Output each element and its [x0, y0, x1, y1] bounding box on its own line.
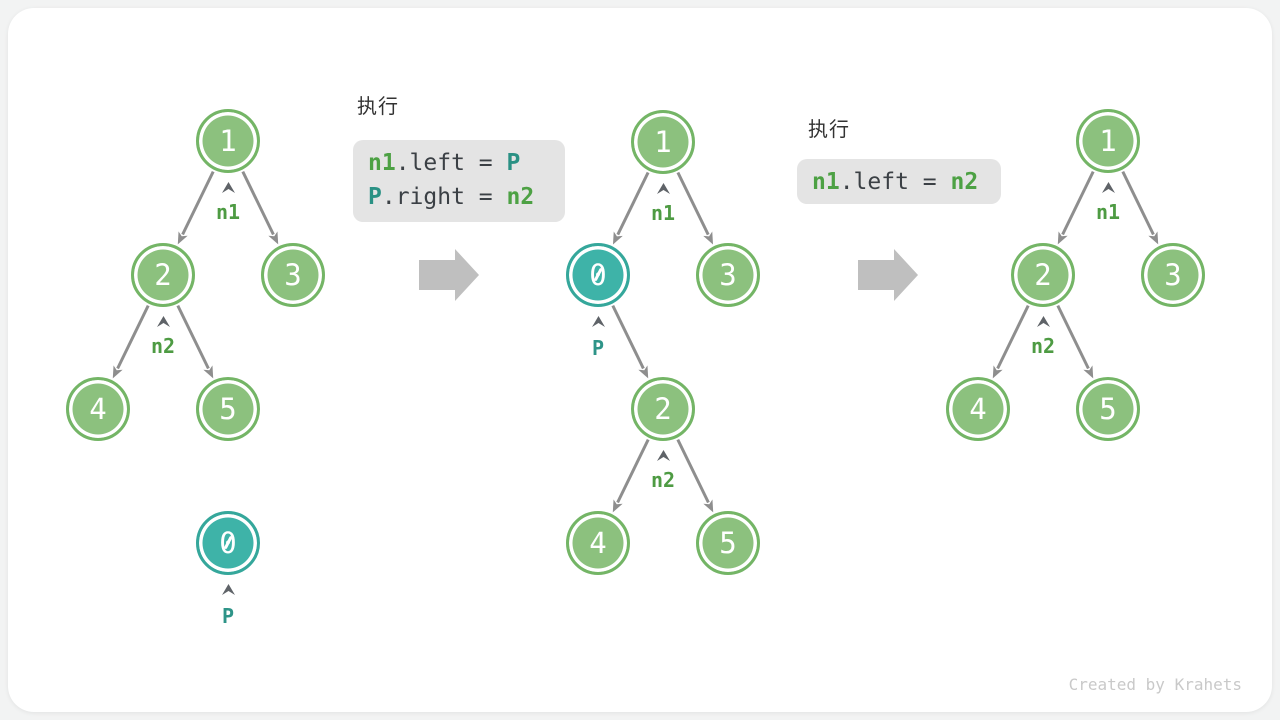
code-line: n1.left = n2 — [812, 165, 1001, 199]
pointer-caret-icon — [156, 315, 170, 327]
pointer-caret-icon — [221, 583, 235, 595]
exec-label: 执行 — [357, 96, 399, 118]
pointer-caret-icon — [591, 315, 605, 327]
code-line: P.right = n2 — [368, 180, 565, 214]
tree-node-5: 5 — [696, 511, 760, 575]
pointer-caret-icon — [656, 449, 670, 461]
code-line: n1.left = P — [368, 146, 565, 180]
tree-node-1: 1 — [1076, 109, 1140, 173]
pointer-label-n1: n1 — [650, 201, 676, 225]
exec-label: 执行 — [808, 119, 850, 141]
tree-node-0: 0 — [566, 243, 630, 307]
pointer-label-n2: n2 — [1030, 334, 1056, 358]
pointer-caret-icon — [656, 182, 670, 194]
tree-node-3: 3 — [696, 243, 760, 307]
code-text: .left = — [395, 150, 507, 176]
tree-node-2: 2 — [131, 243, 195, 307]
pointer-caret-icon — [1036, 315, 1050, 327]
code-variable: n2 — [950, 169, 979, 195]
tree-node-3: 3 — [1141, 243, 1205, 307]
tree-node-2: 2 — [631, 377, 695, 441]
pointer-label-P: P — [591, 336, 605, 360]
pointer-label-n2: n2 — [150, 334, 176, 358]
code-variable: P — [368, 184, 382, 210]
tree-node-4: 4 — [946, 377, 1010, 441]
tree-node-4: 4 — [566, 511, 630, 575]
pointer-caret-icon — [1101, 181, 1115, 193]
code-variable: P — [506, 150, 521, 176]
transition-arrow-icon — [858, 249, 918, 301]
transition-arrow-icon — [419, 249, 479, 301]
code-variable: n2 — [506, 184, 535, 210]
code-text: .right = — [381, 184, 507, 210]
pointer-label-n1: n1 — [215, 200, 241, 224]
code-block: n1.left = n2 — [797, 159, 1001, 204]
tree-node-3: 3 — [261, 243, 325, 307]
tree-node-5: 5 — [196, 377, 260, 441]
pointer-label-n2: n2 — [650, 468, 676, 492]
tree-node-5: 5 — [1076, 377, 1140, 441]
pointer-label-n1: n1 — [1095, 200, 1121, 224]
pointer-label-P: P — [221, 604, 235, 628]
tree-node-1: 1 — [196, 109, 260, 173]
tree-node-1: 1 — [631, 110, 695, 174]
tree-node-4: 4 — [66, 377, 130, 441]
code-variable: n1 — [368, 150, 396, 176]
code-text: .left = — [839, 169, 951, 195]
tree-node-2: 2 — [1011, 243, 1075, 307]
code-variable: n1 — [812, 169, 840, 195]
tree-node-0: 0 — [196, 511, 260, 575]
pointer-caret-icon — [221, 181, 235, 193]
watermark: Created by Krahets — [1068, 675, 1242, 694]
